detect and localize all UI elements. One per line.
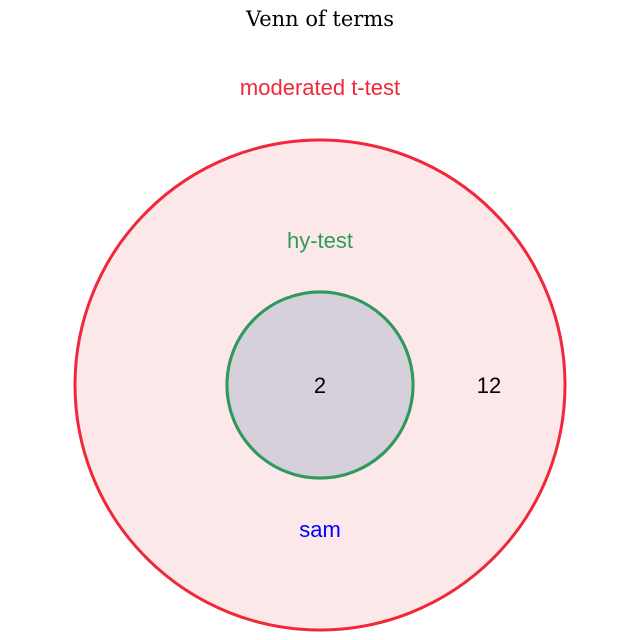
set-label-moderated-t-test: moderated t-test [240,75,400,100]
set-label-hy-test: hy-test [287,228,353,253]
diagram-title: Venn of terms [245,7,394,31]
region-count-all-three: 2 [314,373,326,398]
set-circle-hy-test [225,290,415,480]
set-label-sam: sam [299,517,341,542]
region-count-moderated-only: 12 [477,373,501,398]
